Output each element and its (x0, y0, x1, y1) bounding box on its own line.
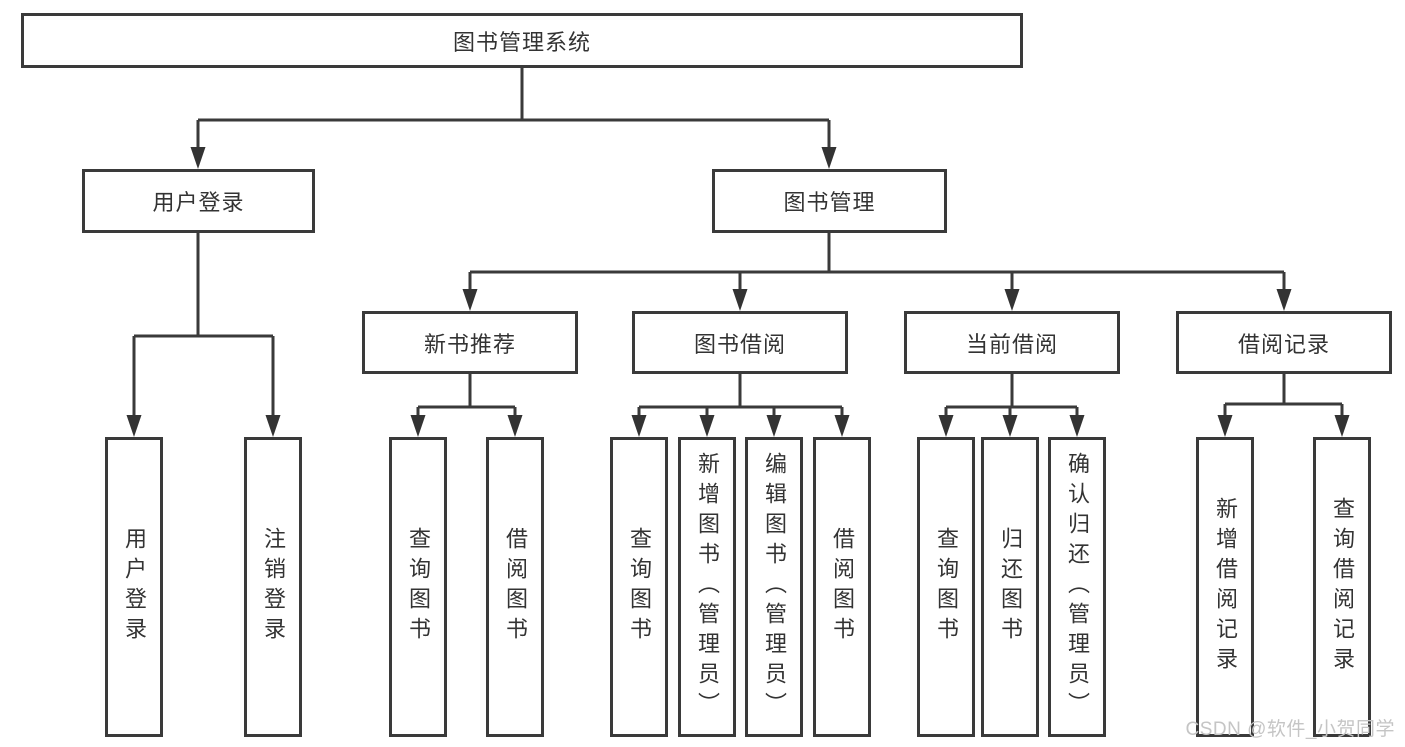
node-user-login-leaf: 用户登录 (105, 437, 163, 737)
node-book-borrow: 图书借阅 (632, 311, 848, 374)
connector (196, 68, 831, 152)
connector (1223, 374, 1344, 420)
node-new-book-recommend: 新书推荐 (362, 311, 578, 374)
arrowhead (821, 147, 837, 169)
node-current-query-book: 查询图书 (917, 437, 975, 737)
connector (132, 233, 275, 420)
arrowhead (938, 415, 954, 437)
node-return-book: 归还图书 (981, 437, 1039, 737)
node-book-management: 图书管理 (712, 169, 947, 233)
node-query-borrow-record: 查询借阅记录 (1313, 437, 1371, 737)
node-label: 查询图书 (627, 527, 652, 647)
arrowheads (126, 147, 1350, 437)
arrowhead (1276, 289, 1292, 311)
connector-lines (132, 68, 1344, 420)
arrowhead (834, 415, 850, 437)
arrowhead (1004, 289, 1020, 311)
node-label: 查询借阅记录 (1330, 497, 1355, 677)
arrowhead (265, 415, 281, 437)
node-current-borrow: 当前借阅 (904, 311, 1120, 374)
node-logout: 注销登录 (244, 437, 302, 737)
node-label: 用户登录 (122, 527, 147, 647)
node-add-borrow-record: 新增借阅记录 (1196, 437, 1254, 737)
arrowhead (1334, 415, 1350, 437)
node-label: 编辑图书（管理员） (762, 452, 787, 722)
node-label: 新书推荐 (423, 331, 516, 357)
arrowhead (410, 415, 426, 437)
node-borrow-records: 借阅记录 (1176, 311, 1392, 374)
node-borrow-book: 借阅图书 (813, 437, 871, 737)
node-label: 查询图书 (934, 527, 959, 647)
node-label: 借阅图书 (503, 527, 528, 647)
node-label: 图书借阅 (693, 331, 786, 357)
connector (468, 233, 1286, 294)
node-label: 图书管理 (783, 190, 876, 215)
arrowhead (631, 415, 647, 437)
node-label: 借阅图书 (830, 527, 855, 647)
arrowhead (1069, 415, 1085, 437)
arrowhead (1002, 415, 1018, 437)
arrowhead (126, 415, 142, 437)
arrowhead (507, 415, 523, 437)
node-label: 图书管理系统 (452, 29, 591, 55)
arrowhead (1217, 415, 1233, 437)
arrowhead (462, 289, 478, 311)
node-rec-borrow-book: 借阅图书 (486, 437, 544, 737)
node-rec-query-book: 查询图书 (389, 437, 447, 737)
arrowhead (732, 289, 748, 311)
connector (944, 374, 1079, 420)
node-label: 借阅记录 (1237, 331, 1330, 357)
arrowhead (190, 147, 206, 169)
arrowhead (699, 415, 715, 437)
node-label: 用户登录 (152, 190, 245, 215)
node-label: 查询图书 (406, 527, 431, 647)
node-label: 确认归还（管理员） (1065, 452, 1090, 722)
node-user-login: 用户登录 (82, 169, 315, 233)
connector (416, 374, 517, 420)
node-label: 当前借阅 (965, 331, 1058, 357)
node-borrow-query-book: 查询图书 (610, 437, 668, 737)
arrowhead (766, 415, 782, 437)
node-confirm-return-admin: 确认归还（管理员） (1048, 437, 1106, 737)
node-library-system: 图书管理系统 (21, 13, 1023, 68)
node-label: 注销登录 (261, 527, 286, 647)
node-add-book-admin: 新增图书（管理员） (678, 437, 736, 737)
csdn-watermark: CSDN @软件_小贺同学 (1185, 719, 1395, 740)
node-label: 新增借阅记录 (1213, 497, 1238, 677)
connector (637, 374, 844, 420)
node-label: 归还图书 (998, 527, 1023, 647)
node-label: 新增图书（管理员） (695, 452, 720, 722)
node-edit-book-admin: 编辑图书（管理员） (745, 437, 803, 737)
